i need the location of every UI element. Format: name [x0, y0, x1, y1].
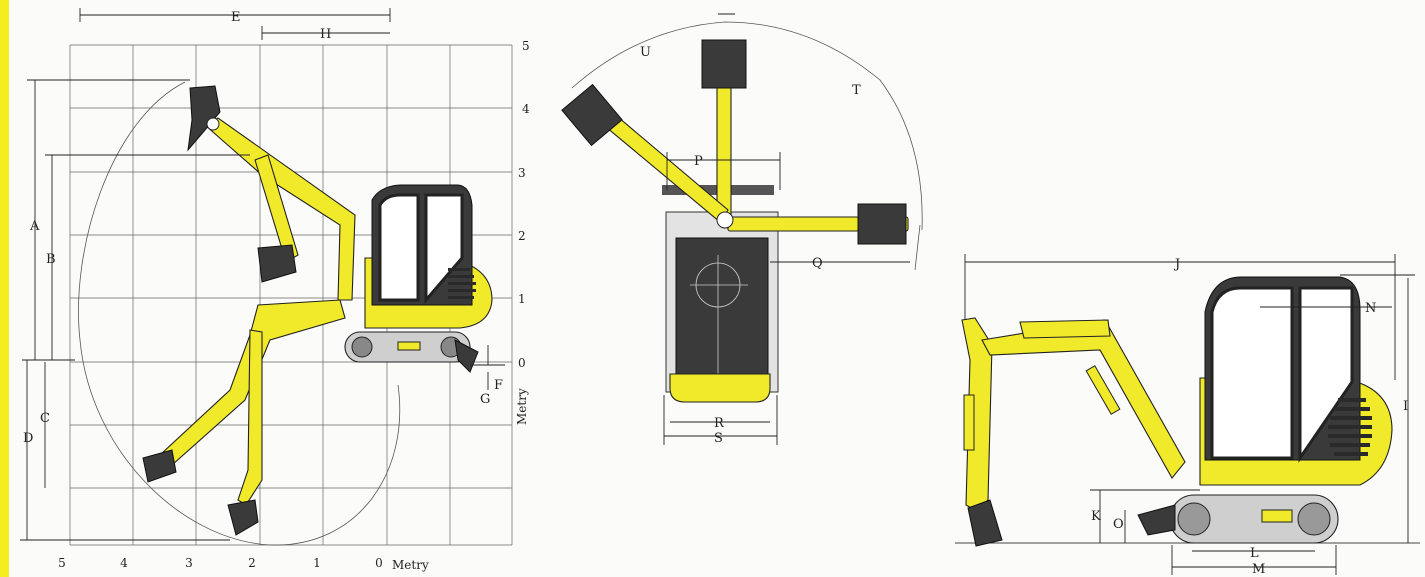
side-view-diagram: 5 4 3 2 1 0 Metry 5 4 3 2 1 0 Metry E H … — [20, 8, 530, 572]
dimension-label-g: G — [480, 392, 490, 407]
boom-lowered — [142, 299, 346, 536]
x-tick-label: 5 — [58, 556, 66, 570]
boom-raised — [187, 85, 356, 301]
dimension-label-a: A — [29, 219, 40, 234]
dimension-label-d: D — [23, 431, 33, 446]
dimension-label-c: C — [40, 411, 50, 426]
dimension-label-b: B — [46, 252, 56, 267]
dimension-label-n: N — [1365, 301, 1376, 316]
dimension-label-p: P — [694, 154, 703, 169]
y-tick-label: 5 — [522, 39, 530, 53]
y-tick-label: 0 — [518, 356, 526, 370]
dimension-label-l: L — [1250, 546, 1259, 561]
dimension-label-m: M — [1252, 562, 1265, 577]
x-tick-label: 0 — [375, 556, 383, 570]
dimension-label-u: U — [640, 45, 651, 60]
dimension-label-i: I — [1403, 399, 1408, 414]
boom-positions-top — [561, 39, 909, 245]
side-dimension-lines — [20, 8, 505, 541]
excavator-side-large — [1137, 276, 1393, 544]
x-tick-label: 2 — [248, 556, 256, 570]
top-dimension-lines — [663, 13, 910, 445]
dimension-label-o: O — [1113, 517, 1124, 532]
y-tick-label: 1 — [518, 292, 526, 306]
dimension-label-j: J — [1173, 257, 1180, 272]
top-view-diagram: P Q R S T U — [561, 13, 923, 446]
x-axis-tick-labels: 5 4 3 2 1 0 Metry — [58, 556, 429, 572]
page-edge-strip — [0, 0, 9, 577]
y-tick-label: 4 — [522, 102, 530, 116]
x-tick-label: 3 — [185, 556, 193, 570]
dimension-label-f: F — [494, 378, 503, 393]
counterweight-top — [669, 373, 771, 403]
x-tick-label: 1 — [313, 556, 321, 570]
y-tick-label: 2 — [518, 229, 526, 243]
y-tick-label: 3 — [518, 166, 526, 180]
machine-dimension-lines — [964, 254, 1415, 575]
working-envelope-arc — [78, 81, 401, 546]
slewing-arc — [571, 21, 923, 231]
x-tick-label: 4 — [120, 556, 128, 570]
machine-view-diagram: J N I K O L M — [955, 254, 1420, 577]
dimension-label-k: K — [1091, 509, 1101, 524]
boom-arm-machine — [961, 317, 1186, 547]
dimension-label-r: R — [714, 416, 725, 431]
dimension-label-s: S — [714, 431, 723, 446]
y-unit-label: Metry — [515, 388, 529, 425]
y-axis-tick-labels: 5 4 3 2 1 0 Metry — [515, 39, 530, 425]
cab-top — [675, 237, 769, 375]
x-unit-label: Metry — [392, 558, 429, 572]
excavator-side-small — [344, 184, 493, 373]
dimension-label-e: E — [231, 10, 241, 25]
dimension-label-t: T — [852, 83, 861, 98]
dimension-label-h: H — [320, 27, 331, 42]
working-range-grid — [69, 44, 513, 546]
dimension-label-q: Q — [812, 256, 823, 271]
